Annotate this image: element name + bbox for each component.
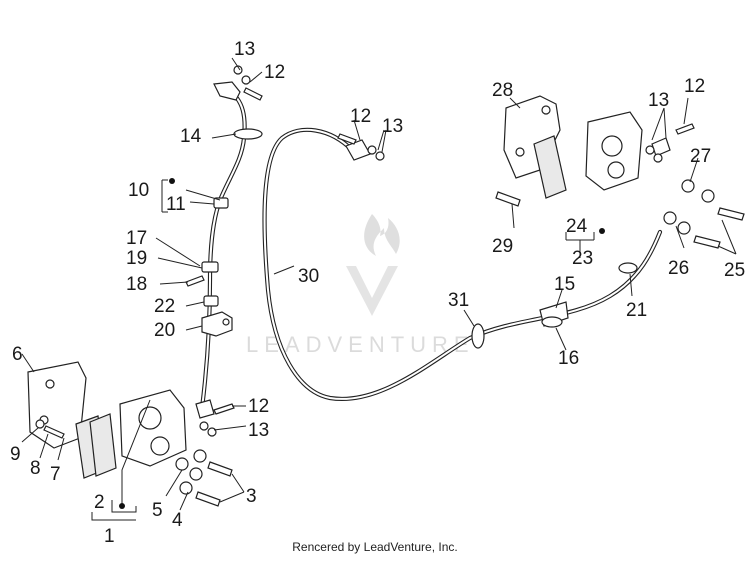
caliper-bolt-b — [195, 491, 221, 507]
brake-pad-b — [89, 413, 117, 477]
rear-caliper-assembly — [495, 95, 745, 249]
caliper-bolt-c — [717, 207, 745, 221]
callout-21: 21 — [626, 300, 647, 321]
callout-12: 12 — [350, 106, 371, 127]
callout-1: 1 — [104, 526, 115, 547]
pin-29 — [495, 191, 521, 207]
upper-banjo-fitting — [213, 81, 241, 101]
callout-20: 20 — [154, 320, 175, 341]
banjo-bolt-top — [243, 87, 263, 101]
callout-3: 3 — [246, 486, 257, 507]
hose-clamp-14 — [233, 128, 263, 140]
callout-labels: 13 12 14 10 11 17 19 18 22 20 12 13 6 9 … — [10, 39, 745, 547]
front-brake-line — [185, 65, 263, 437]
flame-logo-icon — [364, 214, 400, 256]
clip-9 — [35, 419, 45, 429]
washer-top-b — [241, 75, 251, 85]
banjo-bolt-12b — [337, 133, 357, 145]
washer-26 — [663, 211, 677, 225]
callout-7: 7 — [50, 464, 61, 485]
leader-lines — [21, 57, 737, 521]
callout-26: 26 — [668, 258, 689, 279]
callout-12: 12 — [264, 62, 285, 83]
callout-13: 13 — [248, 420, 269, 441]
callout-31: 31 — [448, 290, 469, 311]
callout-19: 19 — [126, 248, 147, 269]
caliper-bolt-a — [207, 461, 233, 477]
clip-16 — [541, 316, 563, 328]
banjo-bolt-lower — [213, 403, 235, 415]
callout-22: 22 — [154, 296, 175, 317]
callout-13: 13 — [648, 90, 669, 111]
callout-30: 30 — [298, 266, 319, 287]
callout-13: 13 — [234, 39, 255, 60]
callout-15: 15 — [554, 274, 575, 295]
callout-28: 28 — [492, 80, 513, 101]
screw-18 — [185, 275, 205, 287]
hose-clamp-31 — [471, 323, 485, 349]
callout-14: 14 — [180, 126, 202, 147]
callout-11: 11 — [166, 194, 186, 215]
washer-5 — [175, 457, 189, 471]
callout-4: 4 — [172, 510, 183, 531]
rear-brake-line — [262, 123, 695, 402]
credit-text: Rencered by LeadVenture, Inc. — [292, 540, 458, 554]
rear-banjo-fitting-right — [651, 137, 671, 157]
callout-6: 6 — [12, 344, 23, 365]
callout-24: 24 — [566, 216, 588, 237]
callout-17: 17 — [126, 228, 147, 249]
callout-25: 25 — [724, 260, 745, 281]
callout-5: 5 — [152, 500, 163, 521]
bullet-dot-23 — [599, 228, 605, 234]
washer-27 — [681, 179, 695, 193]
callout-2: 2 — [94, 492, 105, 513]
callout-13: 13 — [382, 116, 403, 137]
callout-16: 16 — [558, 348, 579, 369]
lower-banjo-fitting — [195, 399, 215, 419]
brake-pad-c — [533, 135, 567, 199]
clip-21 — [618, 262, 638, 274]
callout-18: 18 — [126, 274, 147, 295]
bullet-dot-10 — [169, 178, 175, 184]
v-logo-icon — [346, 266, 398, 316]
washer-top-a — [233, 65, 243, 75]
callout-12: 12 — [248, 396, 269, 417]
callout-8: 8 — [30, 458, 41, 479]
callout-10: 10 — [128, 180, 149, 201]
callout-29: 29 — [492, 236, 513, 257]
pin-8 — [43, 425, 65, 439]
callout-9: 9 — [10, 444, 21, 465]
hose-bracket-20 — [201, 311, 233, 337]
callout-23: 23 — [572, 248, 593, 269]
leadventure-watermark: LEADVENTURE — [246, 214, 469, 357]
hose-clip-19 — [201, 261, 219, 273]
washer-4 — [179, 481, 193, 495]
rear-banjo-fitting-left — [345, 139, 371, 161]
caliper-bolt-d — [693, 235, 721, 249]
hose-guide-22 — [203, 295, 219, 307]
callout-27: 27 — [690, 146, 711, 167]
front-caliper-assembly — [27, 361, 233, 507]
bullet-dot-1 — [119, 503, 125, 509]
callout-12: 12 — [684, 76, 705, 97]
hose-collar-11 — [213, 197, 229, 209]
banjo-bolt-12d — [675, 123, 695, 135]
